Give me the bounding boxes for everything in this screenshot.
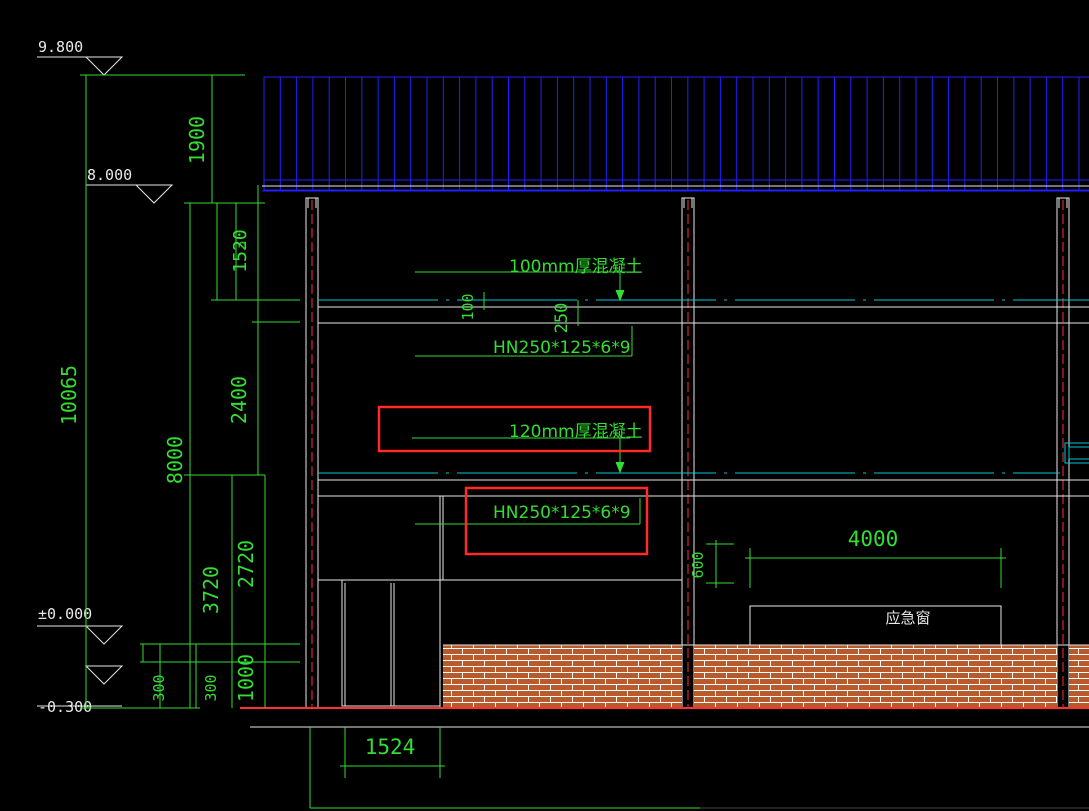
dim-beam-depth: 250 <box>552 303 572 334</box>
dim-plinth-left: 300 <box>150 674 168 701</box>
dim-window-head: 600 <box>689 551 707 578</box>
label-beam-lower: HN250*125*6*9 <box>493 503 631 523</box>
dim-slab-gap-b: 1530 <box>230 229 251 272</box>
highlight-beam-lower <box>464 486 649 556</box>
lower-slab <box>318 442 1089 497</box>
column-axes <box>311 200 1064 708</box>
dim-roof-rise: 1900 <box>185 116 209 164</box>
emergency-window: 应急窗 <box>749 605 1002 646</box>
dim-door-width: 1524 <box>365 735 416 759</box>
dim-storey-height: 8000 <box>163 436 187 484</box>
dim-lower-zone: 2720 <box>234 540 258 588</box>
dim-upper-zone: 2400 <box>227 376 251 424</box>
dim-sill: 1000 <box>234 654 258 702</box>
label-beam-upper: HN250*125*6*9 <box>493 338 631 358</box>
dim-window-width: 4000 <box>848 527 899 551</box>
dim-total-height: 10065 <box>57 365 81 425</box>
dim-ground-floor: 3720 <box>199 566 223 614</box>
dim-slab-thickness: 100 <box>459 293 477 320</box>
roof-panel <box>262 76 1089 192</box>
window-name-label: 应急窗 <box>885 609 930 627</box>
dimension-lines <box>80 74 1006 778</box>
dim-plinth-right: 300 <box>202 674 220 701</box>
elevation-top: 9.800 <box>38 38 83 56</box>
elevation-roof: 8.000 <box>87 166 132 184</box>
elevation-ground: ±0.000 <box>38 605 92 623</box>
ground-line <box>240 707 1089 809</box>
label-slab-upper: 100mm厚混凝土 <box>509 257 643 277</box>
brick-wall <box>443 644 1089 707</box>
dim-slab-gap-a: 1520 <box>230 229 251 272</box>
elevation-base: -0.300 <box>38 698 92 716</box>
upper-slab <box>318 299 1089 324</box>
label-slab-lower: 120mm厚混凝土 <box>509 422 643 442</box>
highlight-slab-lower <box>377 405 652 453</box>
door <box>318 496 682 708</box>
elevation-markers <box>37 56 174 707</box>
